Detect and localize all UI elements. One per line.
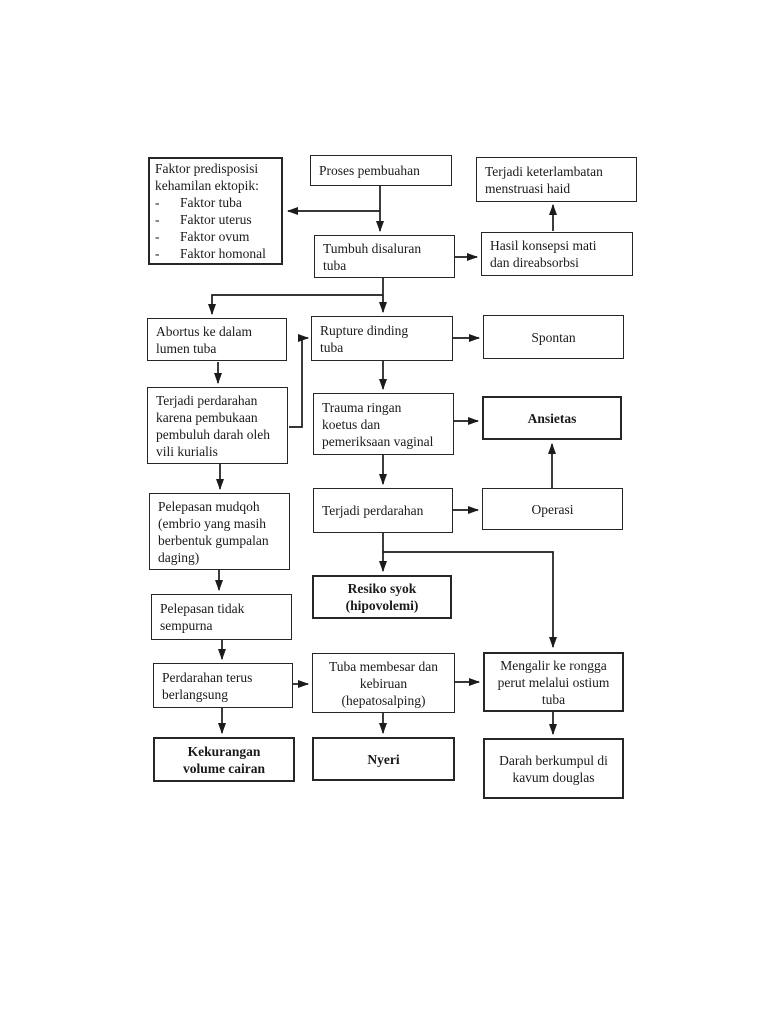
node-darah-berkumpul: Darah berkumpul di kavum douglas <box>483 738 624 799</box>
node-tumbuh-disaluran: Tumbuh disaluran tuba <box>314 235 455 278</box>
node-label: berlangsung <box>162 686 228 702</box>
node-nyeri: Nyeri <box>312 737 455 781</box>
node-label: tuba <box>323 257 347 273</box>
node-label: Spontan <box>531 329 576 345</box>
list-item: - Faktor homonal <box>155 245 276 262</box>
node-label: kavum douglas <box>512 769 595 785</box>
node-label: Faktor predisposisi <box>155 161 259 176</box>
list-item-label: Faktor tuba <box>180 195 242 210</box>
node-label: berbentuk gumpalan <box>158 532 269 548</box>
bullet-dash: - <box>155 212 160 227</box>
bullet-dash: - <box>155 229 160 244</box>
node-mengalir-rongga: Mengalir ke rongga perut melalui ostium … <box>483 652 624 712</box>
node-proses-pembuahan: Proses pembuahan <box>310 155 452 186</box>
node-terjadi-perdarahan: Terjadi perdarahan <box>313 488 453 533</box>
node-label: Ansietas <box>527 410 577 426</box>
node-label: lumen tuba <box>156 340 217 356</box>
node-label: menstruasi haid <box>485 180 571 196</box>
node-label: pemeriksaan vaginal <box>322 433 434 449</box>
node-label: dan direabsorbsi <box>490 255 579 270</box>
node-label: karena pembukaan <box>156 409 258 425</box>
node-label: Pelepasan tidak <box>160 601 245 616</box>
node-abortus-lumen: Abortus ke dalam lumen tuba <box>147 318 287 361</box>
node-rupture-dinding: Rupture dinding tuba <box>311 316 453 361</box>
node-trauma-ringan: Trauma ringan koetus dan pemeriksaan vag… <box>313 393 454 455</box>
node-pelepasan-mudqoh: Pelepasan mudqoh (embrio yang masih berb… <box>149 493 290 570</box>
node-label: vili kurialis <box>156 443 218 459</box>
list-item-label: Faktor homonal <box>180 246 266 261</box>
node-label: Operasi <box>531 501 574 517</box>
node-ansietas: Ansietas <box>482 396 622 440</box>
node-label: kehamilan ektopik: <box>155 178 259 193</box>
node-label: tuba <box>320 339 344 355</box>
arrow-perdarahan-vili-to-rupture <box>289 334 309 428</box>
node-label: Darah berkumpul di <box>499 752 608 768</box>
node-label: Trauma ringan <box>322 399 402 415</box>
node-label: tuba <box>541 691 566 707</box>
node-label: (hepatosalping) <box>341 692 426 708</box>
node-label: Rupture dinding <box>320 322 409 338</box>
list-item-label: Faktor ovum <box>180 229 250 244</box>
node-spontan: Spontan <box>483 315 624 359</box>
node-label: (hipovolemi) <box>345 598 419 613</box>
node-label: perut melalui ostium <box>497 674 610 690</box>
node-terjadi-perdarahan-vili: Terjadi perdarahan karena pembukaan pemb… <box>147 387 288 464</box>
node-faktor-predisposisi: Faktor predisposisi kehamilan ektopik: -… <box>148 157 283 265</box>
node-label: koetus dan <box>322 416 381 432</box>
node-pelepasan-tidak-sempurna: Pelepasan tidak sempurna <box>151 594 292 640</box>
node-label: Terjadi perdarahan <box>322 503 424 518</box>
node-label: kebiruan <box>359 675 408 691</box>
node-label: Perdarahan terus <box>162 669 253 685</box>
bullet-dash: - <box>155 195 160 210</box>
node-resiko-syok: Resiko syok (hipovolemi) <box>312 575 452 619</box>
list-item: - Faktor ovum <box>155 228 276 245</box>
list-item: - Faktor uterus <box>155 211 276 228</box>
bullet-dash: - <box>155 246 160 261</box>
node-label: Proses pembuahan <box>319 163 420 178</box>
node-terjadi-keterlambatan: Terjadi keterlambatan menstruasi haid <box>476 157 637 202</box>
node-label: Mengalir ke rongga <box>500 657 607 673</box>
node-hasil-konsepsi: Hasil konsepsi mati dan direabsorbsi <box>481 232 633 276</box>
node-label: Tuba membesar dan <box>329 658 438 674</box>
node-label: Tumbuh disaluran <box>323 240 422 256</box>
node-label: Kekurangan <box>187 743 261 759</box>
node-label: Nyeri <box>367 751 400 767</box>
node-perdarahan-terus: Perdarahan terus berlangsung <box>153 663 293 708</box>
node-label: Hasil konsepsi mati <box>490 238 597 253</box>
node-label: Terjadi perdarahan <box>156 392 258 408</box>
node-operasi: Operasi <box>482 488 623 530</box>
node-label: Pelepasan mudqoh <box>158 498 260 514</box>
node-kekurangan-volume: Kekurangan volume cairan <box>153 737 295 782</box>
list-item-label: Faktor uterus <box>180 212 252 227</box>
node-label: volume cairan <box>182 760 266 776</box>
node-label: daging) <box>158 549 200 565</box>
node-label: Abortus ke dalam <box>156 323 252 339</box>
arrow-tumbuh-to-abortus <box>208 294 383 315</box>
node-label: sempurna <box>160 618 213 633</box>
node-label: pembuluh darah oleh <box>156 426 270 442</box>
node-tuba-membesar: Tuba membesar dan kebiruan (hepatosalpin… <box>312 653 455 713</box>
node-label: (embrio yang masih <box>158 515 266 531</box>
node-label: Terjadi keterlambatan <box>485 163 603 179</box>
node-label: Resiko syok <box>347 581 417 596</box>
list-item: - Faktor tuba <box>155 194 276 211</box>
